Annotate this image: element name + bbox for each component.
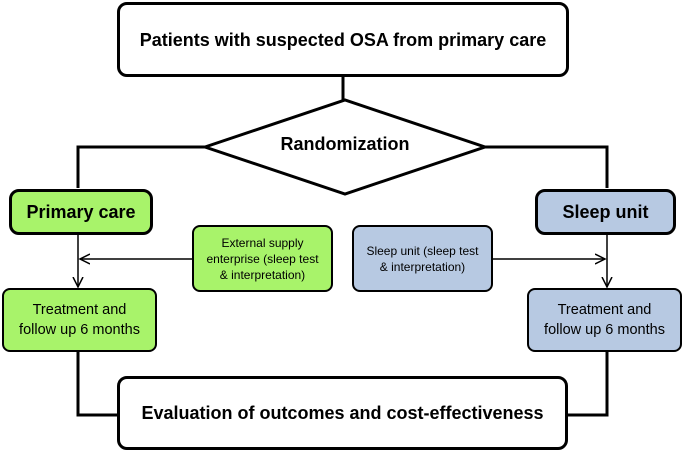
patients-label: Patients with suspected OSA from primary…	[139, 29, 547, 50]
treatment-left-label: Treatment and follow up 6 months	[19, 302, 140, 338]
sleep-test-box: Sleep unit (sleep test & interpretation)	[352, 225, 493, 292]
primary-care-label: Primary care	[26, 201, 136, 222]
external-supply-label: External supply enterprise (sleep test &…	[206, 235, 319, 282]
connector-left-treatment-to-evaluation	[76, 352, 118, 417]
connector-right-treatment-to-evaluation	[567, 352, 609, 417]
treatment-left-box: Treatment and follow up 6 months	[2, 288, 157, 352]
connector-randomization-to-primary-care	[76, 145, 205, 188]
evaluation-label: Evaluation of outcomes and cost-effectiv…	[141, 403, 544, 423]
treatment-right-label: Treatment and follow up 6 months	[544, 302, 665, 338]
sleep-unit-label: Sleep unit	[562, 201, 649, 222]
randomization-diamond	[200, 98, 490, 196]
connector-randomization-to-sleep-unit	[485, 145, 609, 188]
patients-box: Patients with suspected OSA from primary…	[117, 2, 569, 77]
treatment-right-box: Treatment and follow up 6 months	[527, 288, 682, 352]
external-supply-box: External supply enterprise (sleep test &…	[192, 225, 333, 292]
primary-care-box: Primary care	[9, 189, 153, 235]
randomization-label: Randomization	[280, 134, 410, 154]
sleep-test-label: Sleep unit (sleep test & interpretation)	[366, 243, 479, 274]
evaluation-box: Evaluation of outcomes and cost-effectiv…	[117, 376, 568, 450]
sleep-unit-box: Sleep unit	[535, 189, 676, 235]
